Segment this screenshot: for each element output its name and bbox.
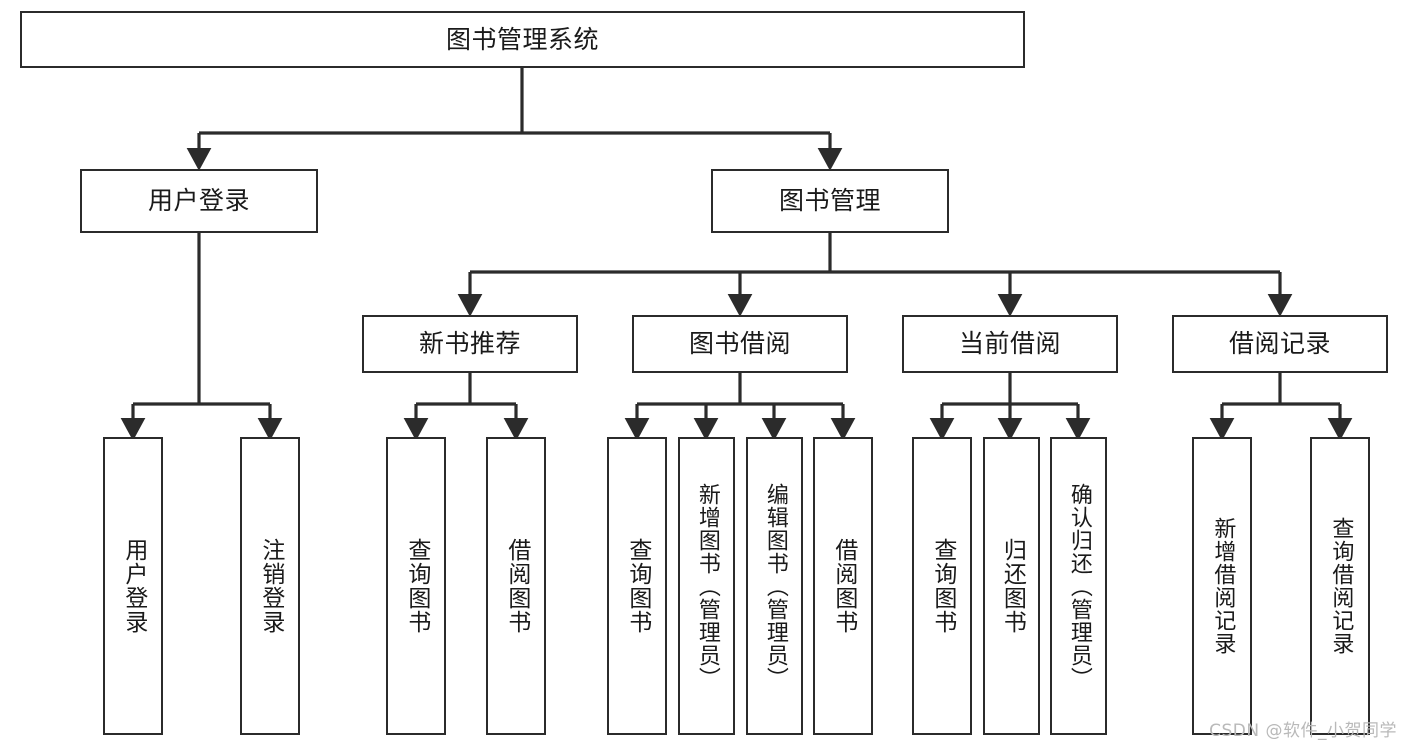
node-label: 查询图书 bbox=[929, 538, 956, 634]
node-label: 新书推荐 bbox=[418, 329, 521, 359]
node-label: 归还图书 bbox=[999, 538, 1026, 634]
node-label: 用户登录 bbox=[147, 186, 250, 216]
node-label: 查询图书 bbox=[624, 538, 651, 634]
node-book-borrow[interactable]: 图书借阅 bbox=[632, 315, 848, 373]
csdn-watermark: CSDN @软件_小贺同学 bbox=[1209, 721, 1397, 741]
new-book-to-leaves-connectors bbox=[403, 373, 529, 441]
node-leaf-borrow-book-recommend[interactable]: 借阅图书 bbox=[486, 437, 546, 735]
node-leaf-edit-book-admin[interactable]: 编辑图书（管理员） bbox=[746, 437, 803, 735]
node-label: 当前借阅 bbox=[958, 329, 1061, 359]
node-leaf-query-book-recommend[interactable]: 查询图书 bbox=[386, 437, 446, 735]
node-user-login[interactable]: 用户登录 bbox=[80, 169, 318, 233]
node-leaf-confirm-return-admin[interactable]: 确认归还（管理员） bbox=[1050, 437, 1107, 735]
node-label: 查询借阅记录 bbox=[1328, 517, 1354, 655]
node-label: 新增图书（管理员） bbox=[694, 482, 720, 690]
user-login-to-leaves-connectors bbox=[120, 233, 283, 441]
node-label: 借阅图书 bbox=[503, 538, 530, 634]
node-leaf-borrow-book[interactable]: 借阅图书 bbox=[813, 437, 873, 735]
node-leaf-add-book-admin[interactable]: 新增图书（管理员） bbox=[678, 437, 735, 735]
node-book-management[interactable]: 图书管理 bbox=[711, 169, 949, 233]
node-label: 借阅记录 bbox=[1228, 329, 1331, 359]
node-label: 新增借阅记录 bbox=[1210, 517, 1236, 655]
node-label: 图书管理系统 bbox=[445, 24, 599, 54]
node-leaf-add-borrow-record[interactable]: 新增借阅记录 bbox=[1192, 437, 1252, 735]
node-label: 编辑图书（管理员） bbox=[762, 482, 788, 690]
node-borrow-record[interactable]: 借阅记录 bbox=[1172, 315, 1388, 373]
book-mgmt-to-level3-connectors bbox=[457, 233, 1293, 317]
current-borrow-to-leaves-connectors bbox=[929, 373, 1091, 441]
book-borrow-to-leaves-connectors bbox=[624, 373, 856, 441]
node-root-library-management-system[interactable]: 图书管理系统 bbox=[20, 11, 1025, 68]
node-label: 注销登录 bbox=[257, 538, 284, 634]
node-label: 确认归还（管理员） bbox=[1066, 482, 1092, 690]
node-label: 借阅图书 bbox=[830, 538, 857, 634]
node-leaf-return-book[interactable]: 归还图书 bbox=[983, 437, 1040, 735]
node-label: 图书管理 bbox=[778, 186, 881, 216]
node-leaf-query-book-current[interactable]: 查询图书 bbox=[912, 437, 972, 735]
node-new-book-recommend[interactable]: 新书推荐 bbox=[362, 315, 578, 373]
node-label: 查询图书 bbox=[403, 538, 430, 634]
node-leaf-logout[interactable]: 注销登录 bbox=[240, 437, 300, 735]
node-leaf-query-book-borrow[interactable]: 查询图书 bbox=[607, 437, 667, 735]
borrow-record-to-leaves-connectors bbox=[1209, 373, 1353, 441]
root-to-level2-connectors bbox=[186, 68, 843, 171]
node-label: 图书借阅 bbox=[688, 329, 791, 359]
node-leaf-user-login[interactable]: 用户登录 bbox=[103, 437, 163, 735]
node-leaf-query-borrow-record[interactable]: 查询借阅记录 bbox=[1310, 437, 1370, 735]
node-label: 用户登录 bbox=[120, 538, 147, 634]
node-current-borrow[interactable]: 当前借阅 bbox=[902, 315, 1118, 373]
